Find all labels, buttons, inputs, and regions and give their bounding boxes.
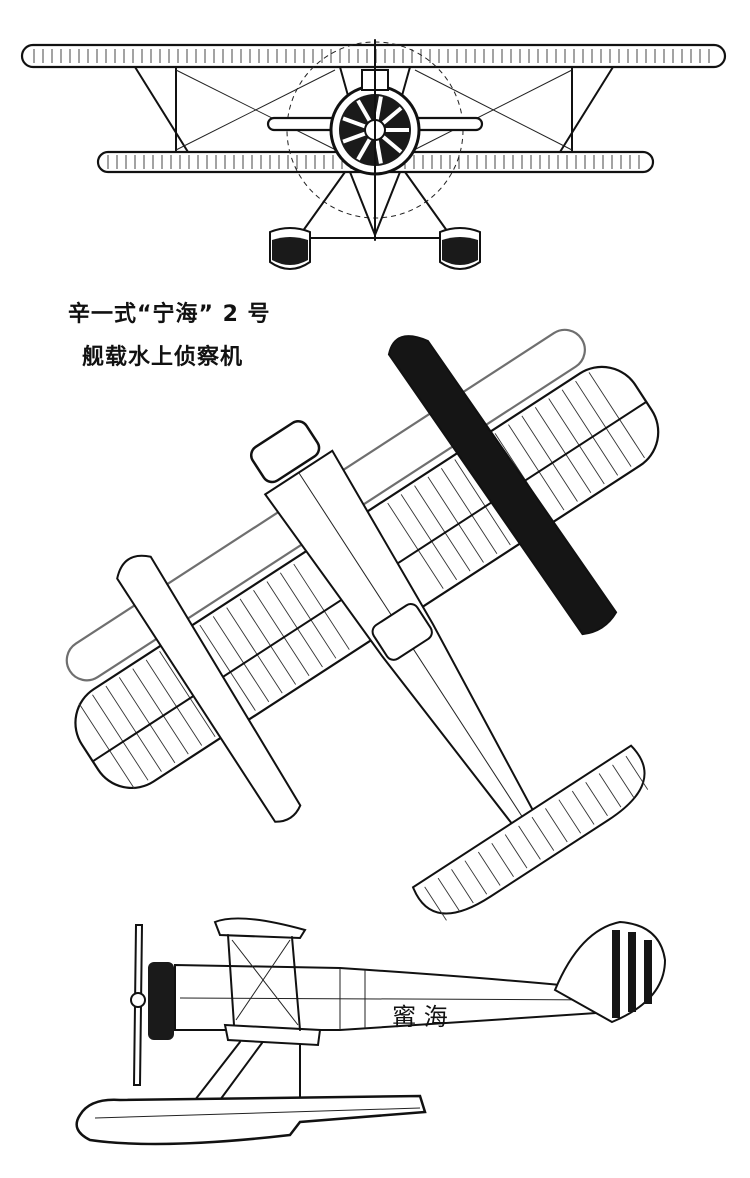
rib-line (239, 598, 297, 685)
rib-line (464, 860, 488, 895)
rib-line (414, 485, 471, 572)
plan-view (65, 328, 660, 921)
rib-line (588, 372, 645, 459)
rib-line (279, 572, 337, 659)
rib-line (145, 659, 203, 746)
rib-line (132, 668, 189, 755)
rib-line (545, 808, 568, 843)
rib-line (534, 406, 592, 493)
rib-line (440, 467, 498, 554)
front-lower-wing-ribs (107, 155, 640, 169)
rib-line (531, 816, 555, 851)
front-view (20, 39, 727, 270)
fuselage-marking: 寗 海 (392, 1003, 448, 1031)
rib-line (400, 494, 458, 581)
rib-line (625, 755, 649, 790)
rib-line (199, 624, 256, 711)
side-float (75, 1094, 427, 1146)
plan-float (387, 335, 618, 636)
side-view: 寗 海 (75, 917, 667, 1146)
cylinder (381, 106, 403, 126)
side-lower-wing (223, 1023, 322, 1047)
aircraft-title: 辛一式“宁海” 2 号 (68, 302, 271, 327)
rib-line (571, 790, 595, 825)
rib-line (427, 476, 484, 563)
cylinder (356, 99, 372, 123)
aircraft-subtitle: 舰载水上侦察机 (82, 345, 244, 370)
rib-line (451, 869, 474, 904)
plan-tailplane (411, 744, 646, 915)
rib-line (212, 616, 270, 703)
side-upper-wing (213, 917, 307, 940)
rib-line (518, 825, 541, 860)
front-float-right (439, 227, 481, 270)
rib-line (293, 563, 350, 650)
rib-line (548, 398, 605, 485)
rib-line (78, 703, 135, 790)
cylinder (356, 137, 372, 161)
rib-line (558, 799, 582, 834)
rib-line (454, 459, 511, 546)
rib-line (159, 650, 216, 737)
rib-line (504, 834, 528, 869)
rib-line (105, 685, 162, 772)
rib-line (266, 581, 323, 668)
rib-line (253, 589, 310, 676)
rib-line (477, 851, 501, 886)
rib-line (521, 415, 578, 502)
rib-line (508, 424, 565, 511)
rib-line (585, 782, 608, 817)
cylinder (342, 131, 367, 144)
rib-line (598, 773, 622, 808)
engine-cylinders (342, 96, 409, 164)
front-upper-wing (20, 43, 727, 69)
cylinder (374, 96, 383, 121)
rib-line (424, 886, 447, 921)
rib-line (437, 877, 461, 912)
front-upper-wing-ribs (33, 49, 710, 63)
rib-line (491, 843, 514, 878)
cylinder (381, 134, 403, 154)
rib-line (226, 607, 283, 694)
rib-line (387, 502, 444, 589)
rib-line (561, 389, 619, 476)
cylinder (374, 139, 383, 164)
front-float-left (269, 227, 311, 270)
cylinder (342, 116, 367, 129)
rib-line (92, 694, 149, 781)
rib-line (575, 380, 632, 467)
rib-line (118, 677, 176, 764)
rib-line (612, 764, 635, 799)
